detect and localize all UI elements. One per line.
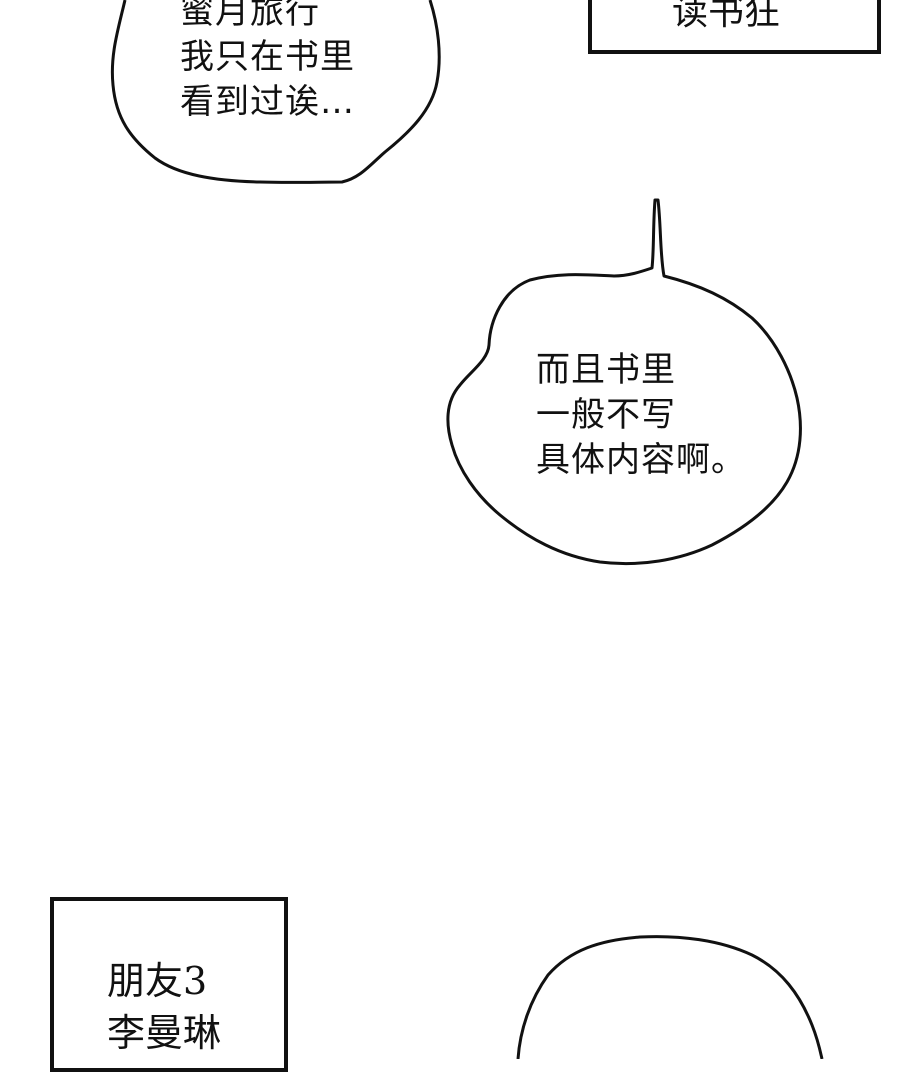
bubble-line: 我只在书里 xyxy=(180,37,355,77)
caption-top-right-text: 读书狂 xyxy=(672,0,781,33)
speech-bubble-middle-right-outline xyxy=(446,198,802,566)
caption-line: 李曼琳 xyxy=(107,1011,222,1055)
caption-box-bottom-left xyxy=(50,897,288,1072)
caption-box-top-right xyxy=(588,0,881,54)
bubble-line: 具体内容啊。 xyxy=(536,440,746,480)
speech-bubble-middle-right-text: 而且书里 一般不写 具体内容啊。 xyxy=(536,348,746,483)
caption-bottom-left-text: 朋友3 李曼琳 xyxy=(107,955,221,1059)
speech-bubble-bottom-right-outline xyxy=(516,935,824,1059)
bubble-line: 蜜月旅行 xyxy=(180,0,320,32)
speech-bubble-top-left-text: 蜜月旅行 我只在书里 看到过诶… xyxy=(180,0,355,125)
bubble-line: 而且书里 xyxy=(536,350,676,390)
bubble-line: 一般不写 xyxy=(536,395,676,435)
bubble-line: 看到过诶… xyxy=(180,82,355,122)
speech-bubble-top-left-outline xyxy=(110,0,441,184)
caption-line: 朋友3 xyxy=(107,959,208,1003)
